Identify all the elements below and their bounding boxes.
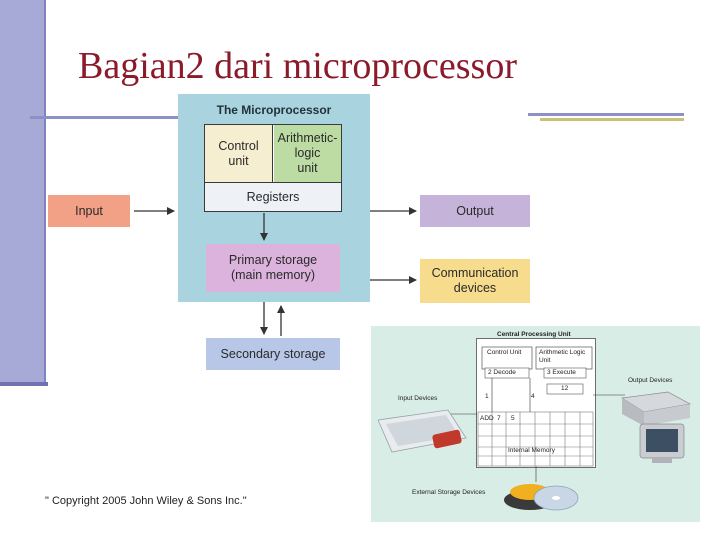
photo-cpu-title: Central Processing Unit [497, 331, 571, 338]
photo-execute-box [543, 367, 587, 379]
alu-label-3: unit [297, 161, 318, 175]
title-rule-right-accent [540, 118, 684, 121]
secondary-storage-box: Secondary storage [206, 338, 340, 370]
photo-internal-memory-label: Internal Memory [508, 447, 555, 454]
photo-control-unit-label: Control Unit [487, 349, 522, 356]
photo-input-devices-label: Input Devices [398, 395, 438, 402]
control-unit-box: Control unit [205, 125, 273, 182]
title-rule-right [528, 113, 684, 116]
photo-result-box [546, 383, 584, 395]
photo-execute-label: 3 Execute [547, 369, 576, 376]
photo-alu-label-1: Arithmetic Logic [539, 349, 586, 356]
title-rule-left [30, 116, 180, 119]
communication-label-2: devices [453, 281, 497, 295]
left-accent-line [0, 382, 48, 386]
photo-output-devices-label: Output Devices [628, 377, 673, 384]
photo-alu-label-2: Unit [539, 357, 551, 364]
primary-storage-label-1: Primary storage [228, 253, 318, 267]
photo-fetch-label: 1 [485, 393, 489, 400]
control-unit-label-1: Control [218, 138, 259, 153]
registers-box: Registers [205, 182, 341, 211]
alu-box: Arithmetic- logic unit [274, 125, 341, 182]
photo-operand2-label: 5 [511, 415, 515, 422]
alu-label-1: Arithmetic- [277, 131, 338, 145]
communication-devices-box: Communication devices [420, 259, 530, 303]
photo-decode-box [484, 367, 530, 379]
monitor-icon [639, 423, 685, 463]
photo-instruction-label: ADD [480, 415, 494, 422]
communication-label-1: Communication [431, 266, 519, 280]
primary-storage-box: Primary storage (main memory) [206, 244, 340, 292]
photo-external-storage-label: External Storage Devices [412, 489, 486, 496]
photo-alu-label: Arithmetic Logic Unit [539, 349, 585, 365]
slide-title: Bagian2 dari microprocessor [78, 45, 517, 87]
output-box: Output [420, 195, 530, 227]
alu-label-2: logic [294, 146, 321, 160]
photo-store-label: 4 [531, 393, 535, 400]
left-accent-bar [0, 0, 46, 386]
control-unit-label-2: unit [228, 153, 249, 168]
photo-operand1-label: 7 [497, 415, 501, 422]
mouse-icon [432, 429, 462, 449]
copyright-notice: " Copyright 2005 John Wiley & Sons Inc." [45, 495, 247, 507]
photo-decode-label: 2 Decode [488, 369, 516, 376]
primary-storage-label-2: (main memory) [230, 268, 316, 282]
photo-memory-grid [477, 411, 594, 467]
printer-icon [620, 391, 692, 426]
microprocessor-title: The Microprocessor [216, 103, 332, 117]
input-box: Input [48, 195, 130, 227]
storage-disks-icon [504, 484, 579, 511]
photo-result-label: 12 [561, 385, 569, 392]
